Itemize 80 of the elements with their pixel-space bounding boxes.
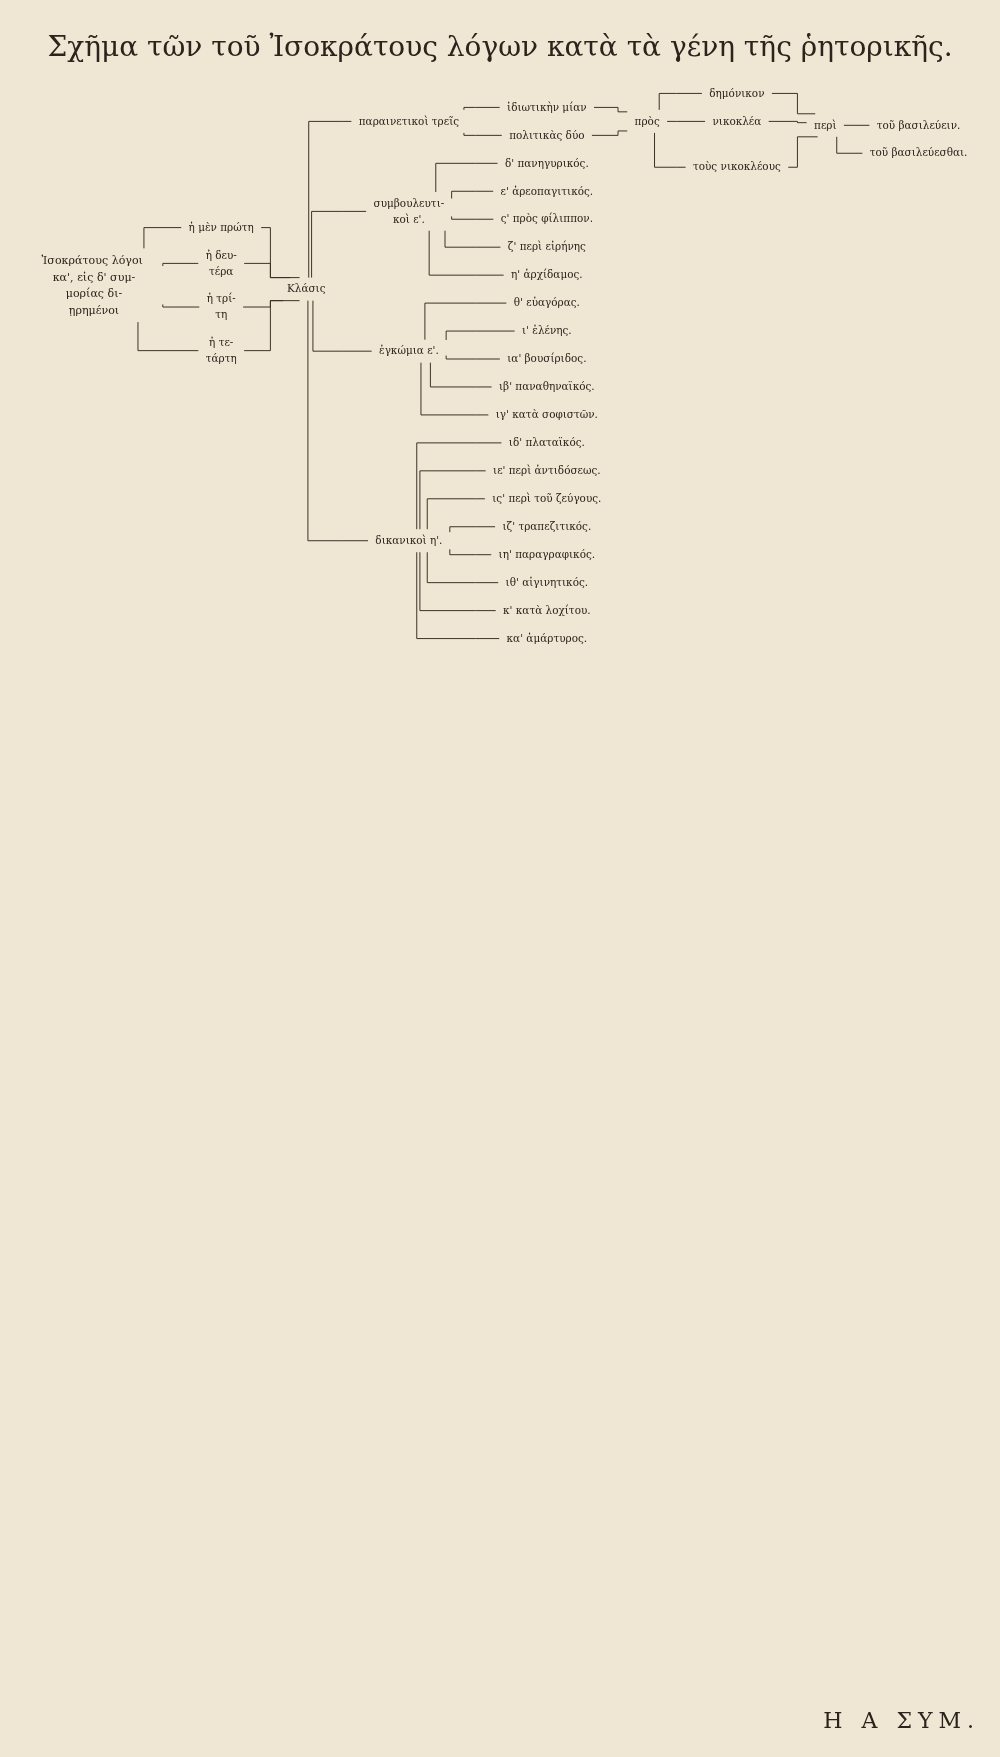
node-text: πρὸς xyxy=(634,114,660,128)
connector xyxy=(843,124,870,126)
node-text: πολιτικὰς δύο xyxy=(509,128,585,142)
node-text: Ἰσοκράτους λόγοι κα', εἰς δ' συμ- μορίας δι- ῃρημένοι xyxy=(41,253,143,317)
node-text: ιβ' παναθηναϊκός. xyxy=(499,380,595,393)
connector xyxy=(308,120,352,279)
connector xyxy=(654,132,687,168)
connector xyxy=(420,362,489,416)
node-text: κ' κατὰ λοχίτου. xyxy=(503,604,591,617)
node-text: ιε' περὶ ἀντιδόσεως. xyxy=(493,464,601,477)
connector xyxy=(426,498,486,530)
node-text: τοὺς νικοκλέους xyxy=(692,160,781,173)
node-text: περὶ xyxy=(814,118,837,131)
diagram-title: Σχῆμα τῶν τοῦ Ἰσοκράτους λόγων κατὰ τὰ γένη τῆς ῥητορικῆς. xyxy=(47,30,953,63)
connector xyxy=(419,551,497,612)
connector xyxy=(307,300,369,542)
connector xyxy=(162,262,199,267)
node-text: ι' ἑλένης. xyxy=(521,324,572,337)
connector xyxy=(445,330,516,341)
connector xyxy=(666,120,706,122)
node-text: ἡ μὲν πρώτη xyxy=(188,221,254,234)
connector xyxy=(312,300,373,352)
connector xyxy=(162,303,200,308)
node-text: η' ἀρχίδαμος. xyxy=(511,268,583,281)
connector xyxy=(445,355,501,360)
node-text: δικανικοὶ η'. xyxy=(375,534,443,547)
node-text: συμβουλευτι- κοὶ ε'. xyxy=(373,196,445,225)
connector xyxy=(444,230,501,248)
connector xyxy=(593,106,628,113)
node-text: θ' εὐαγόρας. xyxy=(513,296,580,309)
node-text: δ' πανηγυρικός. xyxy=(504,156,589,170)
connector xyxy=(426,551,499,584)
connector xyxy=(428,230,505,276)
connector xyxy=(771,92,816,115)
connector xyxy=(449,526,496,533)
connector xyxy=(311,210,367,279)
node-text: νικοκλέα xyxy=(712,114,762,128)
connector xyxy=(429,362,493,388)
connector xyxy=(243,300,301,352)
node-text: ε' ἀρεοπαγιτικός. xyxy=(500,184,594,197)
node-text: ἡ τρί- τη xyxy=(206,292,236,321)
node-text: τοῦ βασιλεύειν. xyxy=(876,118,961,131)
connector xyxy=(591,130,628,136)
node-text: κα' ἀμάρτυρος. xyxy=(506,631,588,645)
node-text: ζ' περὶ εἰρήνης xyxy=(507,240,586,253)
node-text: Κλάσις xyxy=(286,282,326,295)
connector xyxy=(143,227,182,249)
connector xyxy=(416,551,500,640)
node-text: δημόνικον xyxy=(709,86,765,100)
node-text: ιθ' αἰγινητικός. xyxy=(505,576,589,589)
node-text: ς' πρὸς φίλιππον. xyxy=(500,212,594,225)
connector xyxy=(137,321,199,352)
connector xyxy=(463,106,501,111)
node-text: ἰδιωτικὴν μίαν xyxy=(507,100,587,114)
connector xyxy=(658,92,703,111)
node-text: ἐγκώμια ε'. xyxy=(379,344,439,357)
node-text: τοῦ βασιλεύεσθαι. xyxy=(869,146,968,159)
connector xyxy=(451,190,494,199)
connector xyxy=(768,120,808,124)
connector xyxy=(260,227,301,279)
node-text: ις' περὶ τοῦ ζεύγους. xyxy=(492,492,602,505)
node-text: ἡ τε- τάρτη xyxy=(205,336,237,365)
node-text: παραινετικοὶ τρεῖς xyxy=(358,114,460,128)
node-text: ιζ' τραπεζιτικός. xyxy=(502,520,592,533)
connector xyxy=(787,136,819,168)
node-text: ἡ δευ- τέρα xyxy=(205,248,237,277)
node-text: ιγ' κατὰ σοφιστῶν. xyxy=(495,408,598,421)
connector xyxy=(836,136,863,154)
connector xyxy=(435,162,499,193)
connector xyxy=(424,302,507,341)
connector xyxy=(419,470,487,530)
connector xyxy=(416,442,502,530)
node-text: ιη' παραγραφικός. xyxy=(498,548,596,561)
node-text: ια' βουσίριδος. xyxy=(507,352,587,365)
connector xyxy=(451,215,494,220)
connector xyxy=(449,548,492,556)
catchword-text: Η Α ΣΥΜ. xyxy=(823,1708,980,1733)
connector xyxy=(243,262,291,279)
node-text: ιδ' πλαταϊκός. xyxy=(508,436,585,449)
connector xyxy=(463,132,503,136)
